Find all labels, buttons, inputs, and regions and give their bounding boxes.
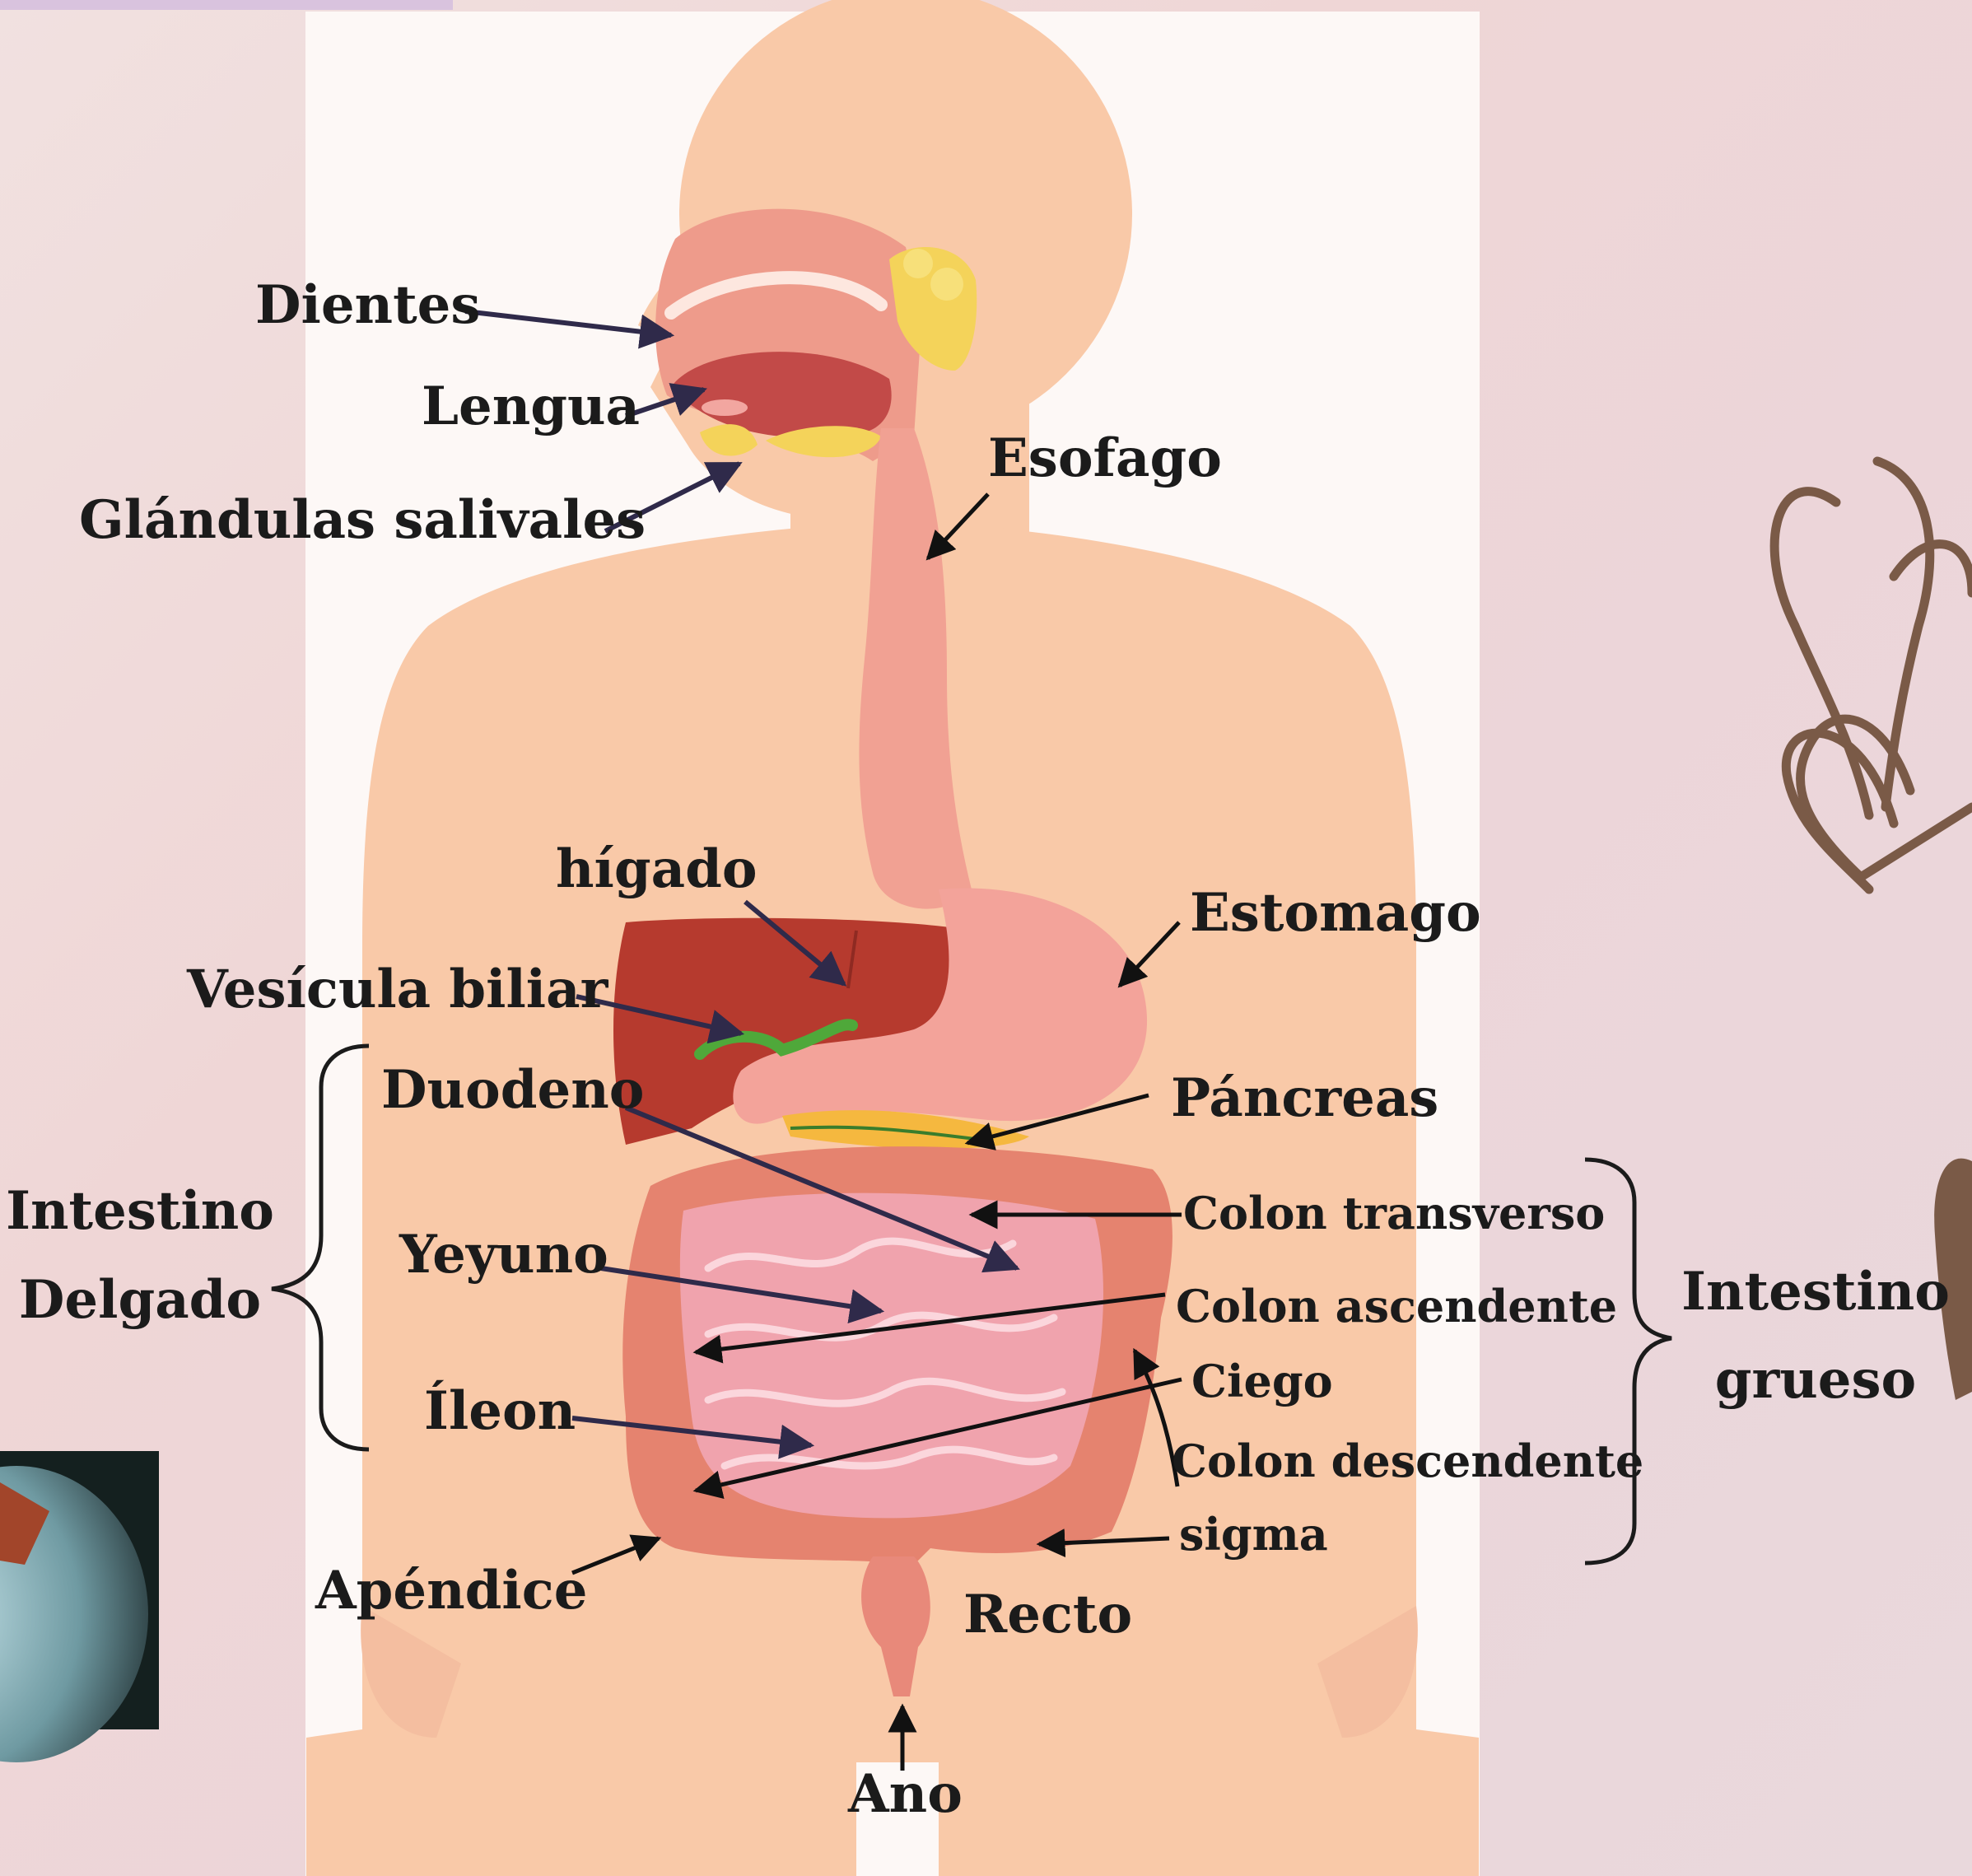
label-recto: Recto: [963, 1584, 1132, 1645]
label-vesicula-biliar: Vesícula biliar: [186, 959, 609, 1020]
label-sigma: sigma: [1179, 1508, 1328, 1561]
label-dientes: Dientes: [255, 274, 480, 336]
group-label-intestino-grueso-2: grueso: [1715, 1349, 1916, 1411]
label-glandulas-salivales: Glándulas salivales: [79, 489, 646, 551]
top-left-strip: [0, 0, 453, 10]
label-colon-ascendente: Colon ascendente: [1176, 1280, 1617, 1332]
label-colon-descendente: Colon descendente: [1172, 1435, 1643, 1487]
label-yeyuno: Yeyuno: [399, 1224, 608, 1286]
label-lengua: Lengua: [422, 376, 640, 437]
group-label-intestino-grueso-1: Intestino: [1681, 1261, 1950, 1323]
label-colon-transverso: Colon transverso: [1183, 1187, 1605, 1239]
bottom-left-photo: [0, 1451, 159, 1762]
group-label-intestino-delgado-2: Delgado: [19, 1269, 261, 1331]
label-esofago: Esofago: [988, 427, 1222, 489]
heart-doodle-icon: [1774, 461, 1972, 889]
group-label-intestino-delgado-1: Intestino: [6, 1180, 274, 1242]
label-higado: hígado: [556, 838, 758, 900]
label-ano: Ano: [847, 1763, 963, 1825]
label-pancreas: Páncreas: [1171, 1067, 1438, 1129]
label-estomago: Estomago: [1190, 882, 1481, 944]
label-apendice: Apéndice: [315, 1560, 587, 1622]
label-duodeno: Duodeno: [381, 1059, 644, 1121]
label-ileon: Íleon: [424, 1380, 576, 1442]
label-ciego: Ciego: [1191, 1355, 1333, 1407]
